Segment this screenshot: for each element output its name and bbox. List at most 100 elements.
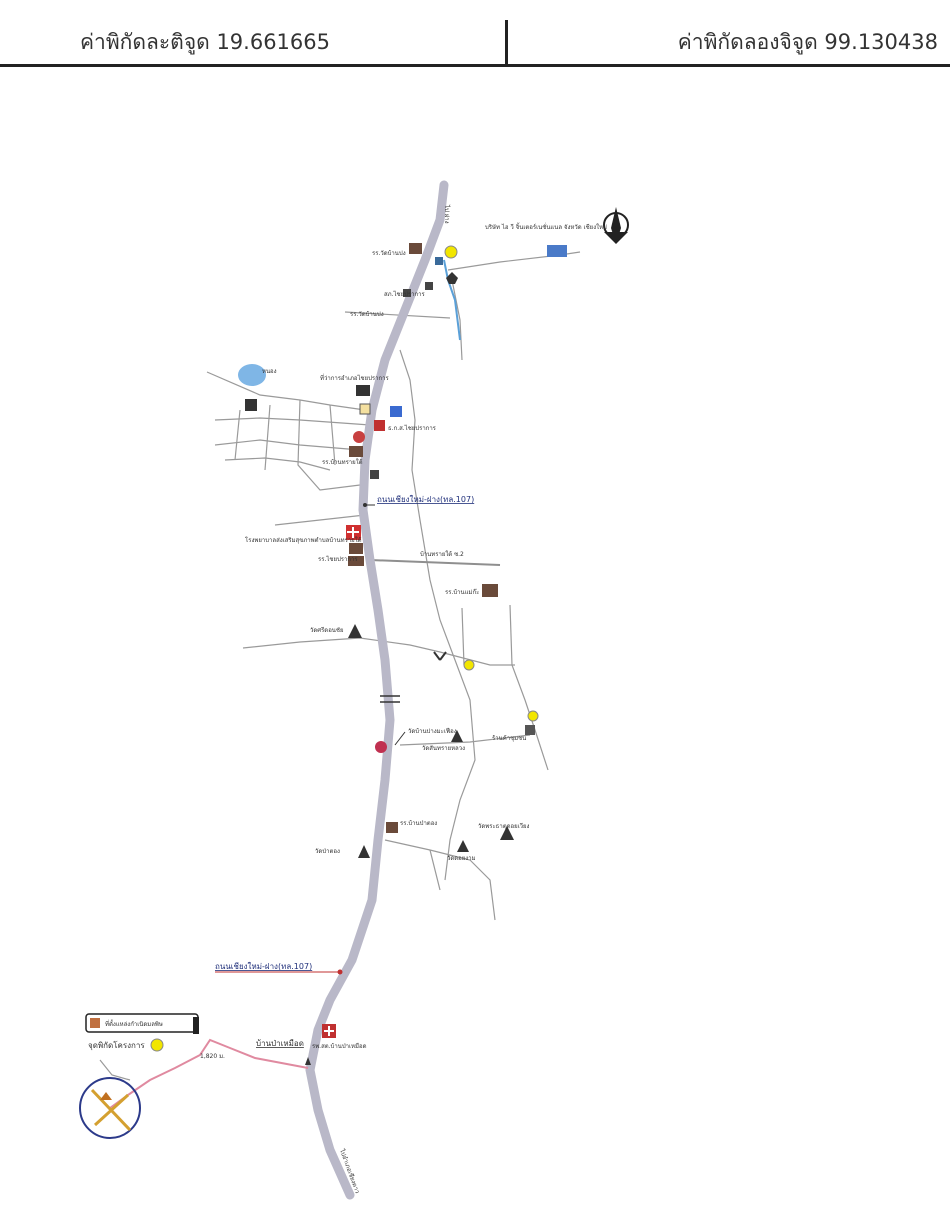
road-north-west [344, 311, 451, 319]
site-cross-roads [90, 1088, 132, 1132]
road-east-d [399, 734, 531, 746]
school-east-icon [482, 584, 498, 597]
road-east-a [242, 637, 515, 666]
label-school-east: รร.บ้านแม่ก๊ะ [445, 589, 479, 596]
label-temple-se2: วัดดอยงาม [447, 855, 476, 862]
road-west-c [214, 439, 361, 451]
road-east-c [509, 604, 549, 771]
legend-label: ที่ตั้งแหล่งกำเนิดมลพิษ [105, 1018, 163, 1028]
header-rule [0, 64, 950, 67]
school-lower-icon [348, 556, 364, 566]
label-temple-se: วัดพระธาตุดอยเวียง [478, 822, 530, 830]
road-west-v4 [329, 404, 336, 466]
label-temple-sw: วัดป่าตอง [315, 848, 340, 855]
label-temple-west: วัดศรีดอนชัย [310, 626, 344, 634]
label-project-point: จุดพิกัดโครงการ [88, 1040, 145, 1050]
minor-roads [99, 251, 581, 1081]
temple-sw-icon [358, 845, 370, 858]
legend-swatch [90, 1018, 100, 1028]
label-distance: 1,820 ม. [200, 1053, 225, 1060]
road-west-e [274, 514, 366, 526]
coordinate-header: ค่าพิกัดละติจูด 19.661665 ค่าพิกัดลองจิจ… [0, 0, 950, 68]
factory-icon [547, 245, 567, 257]
dot-road-lower [337, 969, 343, 975]
road-sw-a [99, 1059, 131, 1081]
label-police: สภ.ไชยปราการ [384, 290, 426, 298]
district-office-icon [356, 385, 370, 396]
marker-north [444, 245, 458, 259]
police-icon [403, 289, 411, 297]
label-side-road: บ้านทรายใต้ ซ.2 [420, 550, 464, 558]
stream [443, 259, 461, 341]
temple-mid-icon [451, 730, 463, 742]
hospital-cross-icon [347, 527, 359, 538]
pond [238, 364, 266, 386]
clinic-cross-icon [324, 1026, 334, 1036]
label-pond: หนอง [262, 368, 277, 375]
route-to-site [109, 1038, 309, 1109]
label-fuel: วัดบ้านปางมะเฟือง [408, 727, 457, 735]
village-icon [245, 399, 257, 411]
road-corporate [447, 251, 581, 271]
label-school-top: รร.วัดบ้านปง [372, 250, 406, 257]
label-school-south: รร.บ้านป่าตอง [400, 820, 437, 827]
road-west-v1 [234, 409, 241, 461]
label-hospital: โรงพยาบาลส่งเสริมสุขภาพตำบลบ้านทรายใต้ [245, 536, 362, 544]
shop-mid-icon [370, 470, 379, 479]
label-market: ร้านค้าชุมชน [492, 735, 526, 742]
road-east-e [384, 839, 496, 921]
road-west-v2 [264, 404, 271, 471]
road-east-f [429, 849, 441, 891]
temple-se-icon [500, 826, 514, 840]
village-marker-icon [305, 1057, 311, 1065]
label-village: บ้านป่าเหมือด [256, 1039, 304, 1048]
bridge-icon [446, 272, 458, 284]
temple-red-icon [353, 431, 365, 443]
school-flag-icon [349, 543, 363, 554]
shop-icon [425, 282, 433, 290]
site-circle [79, 1077, 141, 1139]
label-school-lower: รร.ไชยปราการ [318, 555, 358, 563]
bridge-east-icon [433, 651, 447, 661]
bank-icon [390, 406, 402, 417]
school-top-icon [409, 243, 422, 254]
bridge-highway-icon [380, 695, 400, 703]
road-east-b [461, 607, 465, 666]
label-north-village: รร.วัดบ้านปง [350, 311, 384, 318]
label-bank: ธ.ก.ส.ไชยปราการ [388, 424, 437, 432]
label-road-lower: ถนนเชียงใหม่-ฝาง(ทล.107) [215, 962, 312, 971]
fuel-icon [375, 741, 387, 753]
dot-road-upper [363, 503, 367, 507]
label-district-office: ที่ว่าการอำเภอไชยปราการ [320, 374, 390, 382]
label-school-mid: รร.บ้านทรายใต้ [322, 458, 363, 466]
info-icon [435, 257, 443, 265]
temple-west-icon [348, 624, 362, 638]
label-temple-mid: วัดสันทรายหลวง [422, 745, 465, 752]
market-icon [525, 725, 535, 735]
school-south-icon [386, 822, 398, 833]
header-divider [505, 20, 508, 66]
temple-se2-icon [457, 840, 469, 852]
marker-site-legend [150, 1038, 164, 1052]
site-marker-icon [100, 1092, 112, 1100]
school-mid-icon [349, 446, 363, 457]
longitude-text: ค่าพิกัดลองจิจูด 99.130438 [677, 30, 938, 54]
label-road-upper: ถนนเชียงใหม่-ฝาง(ทล.107) [377, 495, 474, 504]
road-parallel [399, 349, 476, 881]
road-side-soi [369, 559, 501, 566]
leader-fuel [394, 731, 406, 746]
marker-east [463, 659, 475, 671]
office-icon [359, 403, 371, 415]
legend-shadow [193, 1017, 199, 1034]
latitude-text: ค่าพิกัดละติจูด 19.661665 [80, 30, 331, 54]
poi-icons [245, 243, 567, 1065]
yellow-markers [150, 245, 539, 1052]
road-west-d [224, 457, 331, 471]
label-corporate: บริษัท ไฮ วี จิ้นเตอร์เนชั่นแนล จังหวัด … [485, 221, 607, 231]
road-north-branch [451, 279, 463, 361]
north-compass-icon [603, 207, 629, 244]
road-west-v3 [297, 399, 361, 491]
marker-southeast [527, 710, 539, 722]
label-top-road: ไป ฝาง [443, 204, 451, 224]
